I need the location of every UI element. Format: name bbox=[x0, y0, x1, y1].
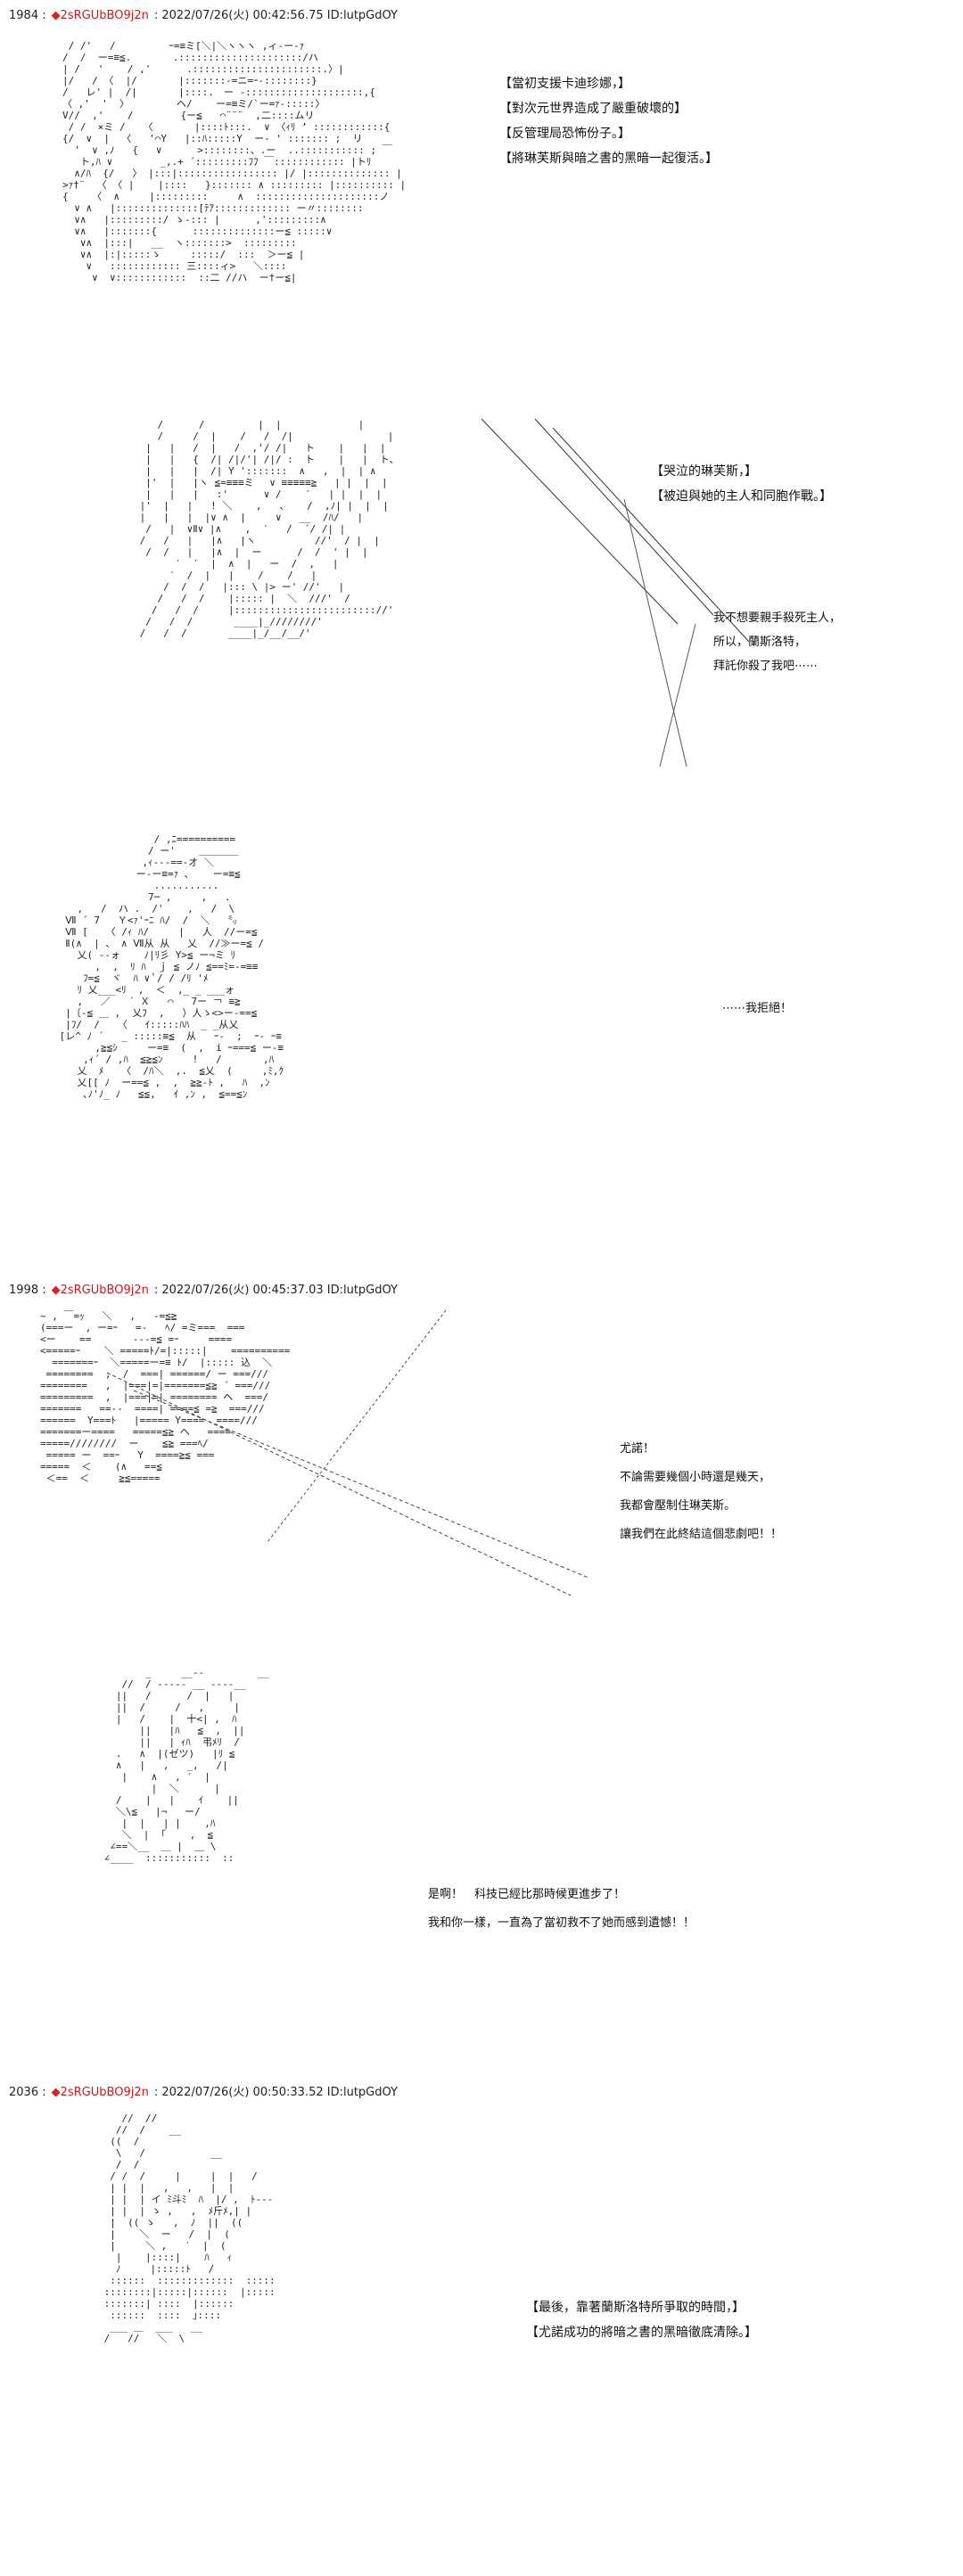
narration-3: 【最後，靠著蘭斯洛特所爭取的時間，】 【尤諾成功的將暗之書的黑暗徹底清除。】 bbox=[526, 2295, 757, 2345]
post-header: 2036 : ◆2sRGUbBO9j2n : 2022/07/26(火) 00:50… bbox=[9, 2082, 398, 2099]
narration-1: 【當初支援卡迪珍娜，】 【對次元世界造成了嚴重破壞的】 【反管理局恐怖份子。】 … bbox=[499, 71, 718, 171]
post-number: 1984 : bbox=[9, 9, 46, 22]
dialogue-reinforce: 我不想要親手殺死主人， 所以，蘭斯洛特， 拜託你殺了我吧⋯⋯ bbox=[713, 606, 841, 678]
dialogue-yuno: 是啊！ 科技已經比那時候更進步了！ 我和你一樣，一直為了當初救不了她而感到遺憾！… bbox=[428, 1881, 695, 1938]
trip-diamond-icon: ◆ bbox=[51, 9, 61, 22]
narration-line: 【哭泣的琳芙斯，】 bbox=[651, 464, 757, 479]
dialogue-line: 尤諾！ bbox=[620, 1442, 655, 1456]
clash-art: ~ , ￣=ｯ ＼ , -=≦≧ (===ー , ー=ｰ =- ﾍ/ =ミ===… bbox=[40, 1310, 291, 1484]
post-meta: : 2022/07/26(火) 00:45:37.03 ID:lutpGdOY bbox=[153, 1284, 398, 1297]
post-meta: : 2022/07/26(火) 00:50:33.52 ID:lutpGdOY bbox=[153, 2086, 398, 2099]
post-number: 1998 : bbox=[9, 1284, 46, 1297]
post-meta: : 2022/07/26(火) 00:42:56.75 ID:lutpGdOY bbox=[153, 9, 398, 22]
post-header: 1984 : ◆2sRGUbBO9j2n : 2022/07/26(火) 00:42… bbox=[9, 5, 398, 22]
fight-art: / ,ﾆ========== / ー' ＿＿＿＿ ,ｨ---==-オ ＼ ー-ー… bbox=[59, 833, 284, 1100]
post-header: 1998 : ◆2sRGUbBO9j2n : 2022/07/26(火) 00:45… bbox=[9, 1280, 398, 1297]
yuno-art: _ __-- __ // / ----- __ ----__ || / / | … bbox=[103, 1667, 270, 1864]
narration-line: 【將琳芙斯與暗之書的黑暗一起復活。】 bbox=[499, 152, 718, 166]
post-2036: 2036 : ◆2sRGUbBO9j2n : 2022/07/26(火) 00:50… bbox=[0, 2077, 963, 2576]
trip-diamond-icon: ◆ bbox=[51, 1284, 61, 1297]
final-art: // // // / __ (( / \ / __ / / / / / | | … bbox=[103, 2112, 276, 2344]
narration-line: 【反管理局恐怖份子。】 bbox=[499, 127, 630, 141]
dialogue-line: 拜託你殺了我吧⋯⋯ bbox=[713, 660, 819, 673]
narration-line: 【當初支援卡迪珍娜，】 bbox=[499, 77, 630, 91]
narration-line: 【尤諾成功的將暗之書的黑暗徹底清除。】 bbox=[526, 2326, 757, 2340]
dialogue-line: 是啊！ 科技已經比那時候更進步了！ bbox=[428, 1888, 626, 1901]
narration-2: 【哭泣的琳芙斯，】 【被迫與她的主人和同胞作戰。】 bbox=[651, 459, 832, 509]
tripcode: 2sRGUbBO9j2n bbox=[60, 2086, 149, 2099]
post-1998: 1998 : ◆2sRGUbBO9j2n : 2022/07/26(火) 00:45… bbox=[0, 1275, 963, 2059]
narration-line: 【對次元世界造成了嚴重破壞的】 bbox=[499, 102, 687, 116]
tripcode: 2sRGUbBO9j2n bbox=[60, 9, 149, 22]
post-number: 2036 : bbox=[9, 2086, 46, 2099]
dialogue-hayate: 尤諾！ 不論需要幾個小時還是幾天， 我都會壓制住琳芙斯。 讓我們在此終結這個悲劇… bbox=[620, 1435, 782, 1549]
face-art-1: / /' / ｰ=≡ミ[＼|＼ヽヽヽ ,ィ-ー-ｧ / / ー=≡≦. .:::… bbox=[62, 40, 407, 283]
dialogue-line: 所以，蘭斯洛特， bbox=[713, 636, 807, 649]
dialogue-line: 我都會壓制住琳芙斯。 bbox=[620, 1499, 737, 1513]
dialogue-line: 我不想要親手殺死主人， bbox=[713, 611, 842, 625]
beam-lines bbox=[106, 1309, 589, 1596]
dialogue-line: 我和你一樣，一直為了當初救不了她而感到遺憾！！ bbox=[428, 1916, 696, 1930]
dialogue-refuse: ⋯⋯我拒絕！ bbox=[722, 997, 792, 1021]
rain-lines bbox=[481, 418, 750, 767]
tripcode: 2sRGUbBO9j2n bbox=[60, 1284, 149, 1297]
post-1984: 1984 : ◆2sRGUbBO9j2n : 2022/07/26(火) 00:42… bbox=[0, 0, 963, 1266]
narration-line: 【被迫與她的主人和同胞作戰。】 bbox=[651, 489, 832, 504]
trip-diamond-icon: ◆ bbox=[51, 2086, 61, 2099]
narration-line: 【最後，靠著蘭斯洛特所爭取的時間，】 bbox=[526, 2301, 745, 2315]
face-art-2: / / | | | / / | / / /| | | | / | / ,'/ /… bbox=[139, 419, 399, 639]
dialogue-line: 讓我們在此終結這個悲劇吧！！ bbox=[620, 1528, 783, 1541]
dialogue-line: 不論需要幾個小時還是幾天， bbox=[620, 1471, 771, 1484]
dialogue-line: ⋯⋯我拒絕！ bbox=[722, 1002, 793, 1015]
